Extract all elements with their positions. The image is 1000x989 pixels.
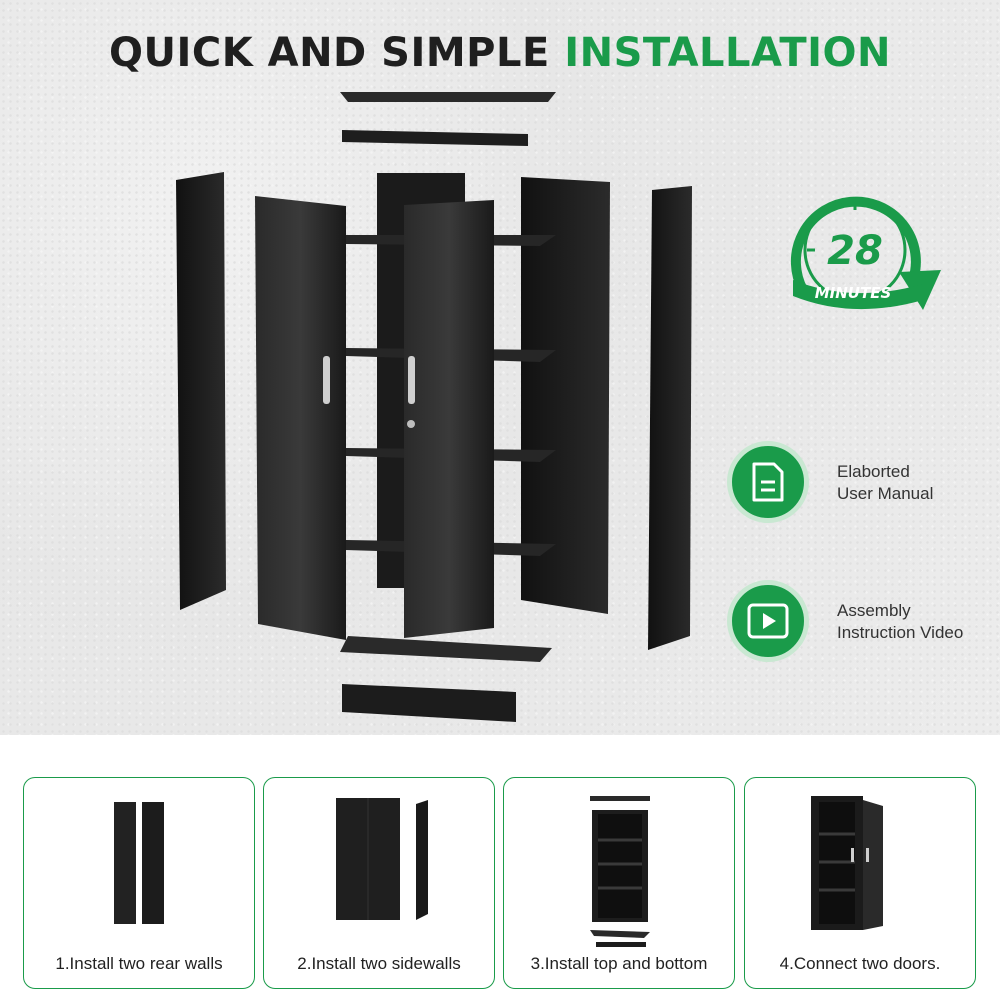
- headline-part1: QUICK AND SIMPLE: [108, 30, 550, 76]
- headline-part2: INSTALLATION: [564, 30, 892, 76]
- exploded-cabinet-illustration: [176, 92, 692, 722]
- play-icon-circle: [727, 580, 809, 662]
- left-door-handle: [323, 356, 330, 404]
- step-caption: 3.Install top and bottom: [530, 954, 708, 973]
- feature-label: Elaborted User Manual: [837, 461, 1000, 505]
- right-door: [404, 200, 494, 638]
- assembly-time-badge: 28 MINUTES: [773, 180, 948, 320]
- document-icon: [752, 462, 784, 502]
- left-side-wall: [176, 172, 226, 610]
- top-bottom-illustration: [590, 796, 650, 947]
- left-door: [255, 196, 346, 640]
- document-icon-circle: [727, 441, 809, 523]
- step-caption: 1.Install two rear walls: [55, 954, 223, 973]
- headline: QUICK AND SIMPLE INSTALLATION: [0, 30, 1000, 76]
- feature-user-manual: Elaborted User Manual: [727, 441, 1000, 531]
- right-door-handle: [408, 356, 415, 404]
- feature-line1: Assembly: [837, 601, 911, 620]
- feature-line1: Elaborted: [837, 462, 910, 481]
- rear-walls-illustration: [114, 802, 164, 924]
- step-card-2: 2.Install two sidewalls: [263, 777, 495, 989]
- clock-arrow-icon: [790, 196, 941, 310]
- step-card-4: 4.Connect two doors.: [744, 777, 976, 989]
- play-video-icon: [747, 603, 789, 639]
- step-caption: 4.Connect two doors.: [779, 954, 941, 973]
- feature-line2: Instruction Video: [837, 623, 964, 642]
- top-plate: [340, 92, 556, 102]
- step-card-3: 3.Install top and bottom: [503, 777, 735, 989]
- right-side-wall: [648, 186, 692, 650]
- feature-assembly-video: Assembly Instruction Video: [727, 580, 1000, 670]
- hero-section: QUICK AND SIMPLE INSTALLATION: [0, 0, 1000, 735]
- door-lock: [407, 420, 415, 428]
- minutes-unit: MINUTES: [814, 284, 892, 302]
- bottom-rail: [342, 684, 516, 722]
- doors-illustration: [811, 796, 883, 930]
- top-rail: [342, 130, 528, 146]
- step-card-1: 1.Install two rear walls: [23, 777, 255, 989]
- sidewalls-illustration: [336, 798, 428, 920]
- step-caption: 2.Install two sidewalls: [297, 954, 461, 973]
- feature-label: Assembly Instruction Video: [837, 600, 1000, 644]
- right-rear-wall: [521, 177, 610, 614]
- installation-steps: 1.Install two rear walls 2.Install two s…: [23, 777, 977, 989]
- minutes-value: 28: [827, 228, 883, 274]
- bottom-plate: [340, 636, 552, 662]
- feature-line2: User Manual: [837, 484, 934, 503]
